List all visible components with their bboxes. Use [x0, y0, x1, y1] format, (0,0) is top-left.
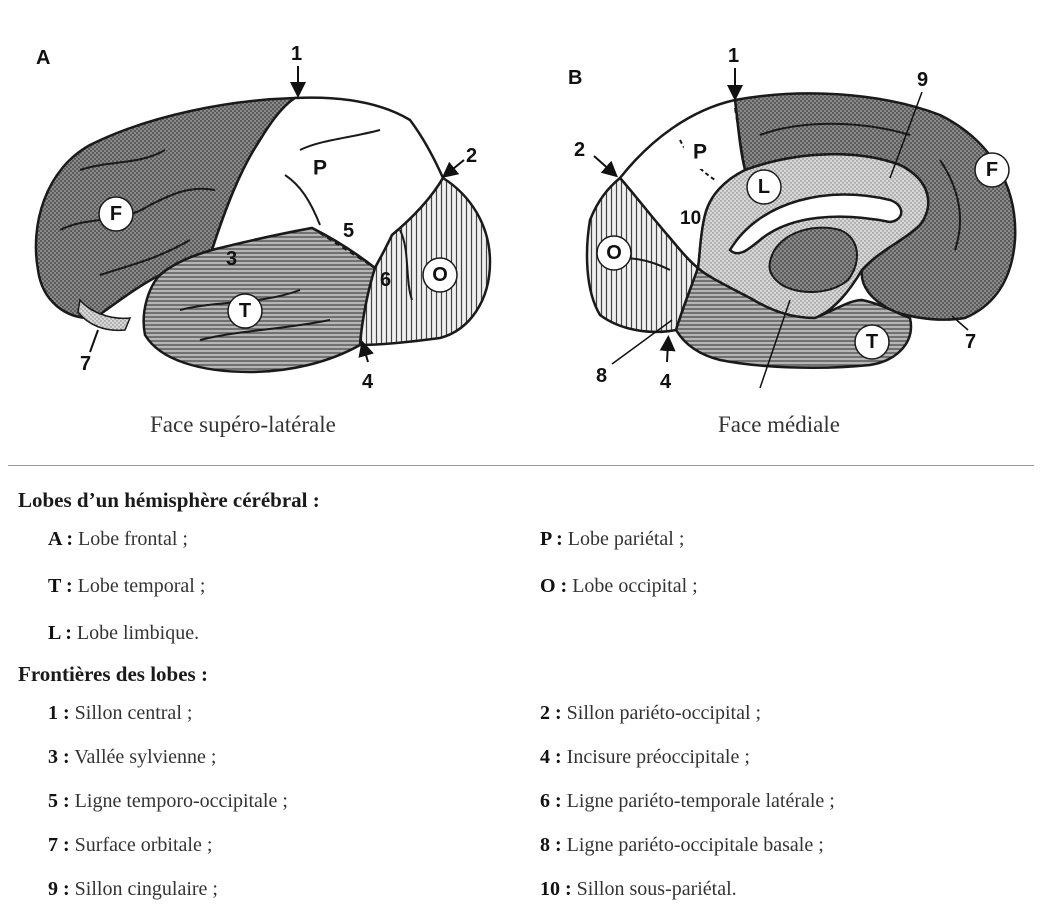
- legend-key: 4 :: [540, 746, 562, 768]
- marker-9: 9: [917, 69, 928, 91]
- marker-8: 8: [596, 365, 607, 387]
- lobe-label-p: P: [303, 151, 337, 185]
- svg-text:O: O: [432, 264, 448, 286]
- caption-medial-face: Face médiale: [718, 412, 840, 438]
- svg-text:T: T: [239, 300, 251, 322]
- svg-text:O: O: [606, 242, 622, 264]
- marker-4: 4: [362, 371, 374, 393]
- svg-text:L: L: [758, 176, 770, 198]
- caption-lateral-face: Face supéro-latérale: [150, 412, 336, 438]
- brain-diagram: A F P: [0, 0, 1042, 460]
- legend-border-item: 10 : Sillon sous-pariétal.: [540, 878, 737, 901]
- panel-a: A F P: [36, 43, 490, 393]
- legend-text: Lobe limbique.: [77, 622, 199, 644]
- marker-1-medial: 1: [728, 45, 739, 67]
- marker-3: 3: [226, 248, 237, 270]
- legend-lobe-item: T : Lobe temporal ;: [48, 575, 205, 598]
- legend-key: P :: [540, 528, 563, 550]
- svg-text:P: P: [693, 141, 707, 164]
- legend-key: A :: [48, 528, 73, 550]
- legend-text: Surface orbitale ;: [75, 834, 213, 856]
- legend-text: Ligne pariéto-occipitale basale ;: [567, 834, 824, 856]
- legend-border-item: 1 : Sillon central ;: [48, 702, 192, 725]
- marker-4-medial: 4: [660, 371, 672, 393]
- legend-lobe-item: L : Lobe limbique.: [48, 622, 199, 645]
- legend: Lobes d’un hémisphère cérébral : A : Lob…: [0, 470, 1042, 915]
- svg-text:F: F: [110, 203, 122, 225]
- marker-7-medial: 7: [965, 331, 976, 353]
- marker-5: 5: [343, 220, 354, 242]
- lobe-label-f-medial: F: [975, 153, 1009, 187]
- legend-key: T :: [48, 575, 73, 597]
- legend-key: 1 :: [48, 702, 70, 724]
- lobe-label-f: F: [99, 197, 133, 231]
- legend-lobe-item: P : Lobe pariétal ;: [540, 528, 684, 551]
- marker-1: 1: [291, 43, 302, 65]
- legend-key: 3 :: [48, 746, 70, 768]
- divider: [8, 465, 1034, 466]
- lobe-label-t-medial: T: [855, 325, 889, 359]
- legend-text: Ligne pariéto-temporale latérale ;: [567, 790, 835, 812]
- lobe-label-o-medial: O: [597, 236, 631, 270]
- legend-border-item: 7 : Surface orbitale ;: [48, 834, 212, 857]
- legend-text: Lobe frontal ;: [78, 528, 188, 550]
- panel-b: B P F L: [568, 45, 1015, 393]
- marker-10: 10: [680, 208, 701, 229]
- legend-border-item: 4 : Incisure préoccipitale ;: [540, 746, 750, 769]
- borders-heading: Frontières des lobes :: [18, 662, 208, 687]
- legend-border-item: 2 : Sillon pariéto-occipital ;: [540, 702, 761, 725]
- legend-text: Sillon sous-pariétal.: [577, 878, 737, 900]
- brain-figure: A F P: [0, 0, 1042, 460]
- panel-b-letter: B: [568, 67, 582, 89]
- svg-text:T: T: [866, 331, 878, 353]
- lobe-label-o: O: [423, 258, 457, 292]
- lobe-label-l: L: [747, 170, 781, 204]
- legend-text: Incisure préoccipitale ;: [567, 746, 750, 768]
- legend-text: Lobe temporal ;: [78, 575, 206, 597]
- legend-key: 9 :: [48, 878, 70, 900]
- legend-key: 7 :: [48, 834, 70, 856]
- legend-text: Lobe pariétal ;: [568, 528, 685, 550]
- legend-key: 10 :: [540, 878, 572, 900]
- svg-text:F: F: [986, 159, 998, 181]
- legend-lobe-item: O : Lobe occipital ;: [540, 575, 698, 598]
- svg-text:P: P: [313, 157, 327, 180]
- lobes-heading: Lobes d’un hémisphère cérébral :: [18, 488, 320, 513]
- panel-a-letter: A: [36, 47, 50, 69]
- lobe-label-p-medial: P: [683, 135, 717, 169]
- marker-7: 7: [80, 353, 91, 375]
- legend-key: 8 :: [540, 834, 562, 856]
- legend-border-item: 9 : Sillon cingulaire ;: [48, 878, 218, 901]
- legend-border-item: 8 : Ligne pariéto-occipitale basale ;: [540, 834, 824, 857]
- legend-text: Vallée sylvienne ;: [74, 746, 216, 768]
- legend-text: Ligne temporo-occipitale ;: [75, 790, 288, 812]
- legend-key: 5 :: [48, 790, 70, 812]
- legend-key: 2 :: [540, 702, 562, 724]
- marker-2: 2: [466, 145, 477, 167]
- legend-border-item: 5 : Ligne temporo-occipitale ;: [48, 790, 288, 813]
- legend-key: 6 :: [540, 790, 562, 812]
- legend-text: Sillon cingulaire ;: [75, 878, 218, 900]
- legend-text: Lobe occipital ;: [572, 575, 698, 597]
- marker-2-medial: 2: [574, 139, 585, 161]
- legend-border-item: 3 : Vallée sylvienne ;: [48, 746, 217, 769]
- legend-lobe-item: A : Lobe frontal ;: [48, 528, 188, 551]
- legend-key: L :: [48, 622, 72, 644]
- lobe-label-t: T: [228, 294, 262, 328]
- legend-key: O :: [540, 575, 567, 597]
- legend-text: Sillon pariéto-occipital ;: [567, 702, 761, 724]
- marker-6: 6: [380, 269, 391, 291]
- legend-text: Sillon central ;: [75, 702, 193, 724]
- legend-border-item: 6 : Ligne pariéto-temporale latérale ;: [540, 790, 835, 813]
